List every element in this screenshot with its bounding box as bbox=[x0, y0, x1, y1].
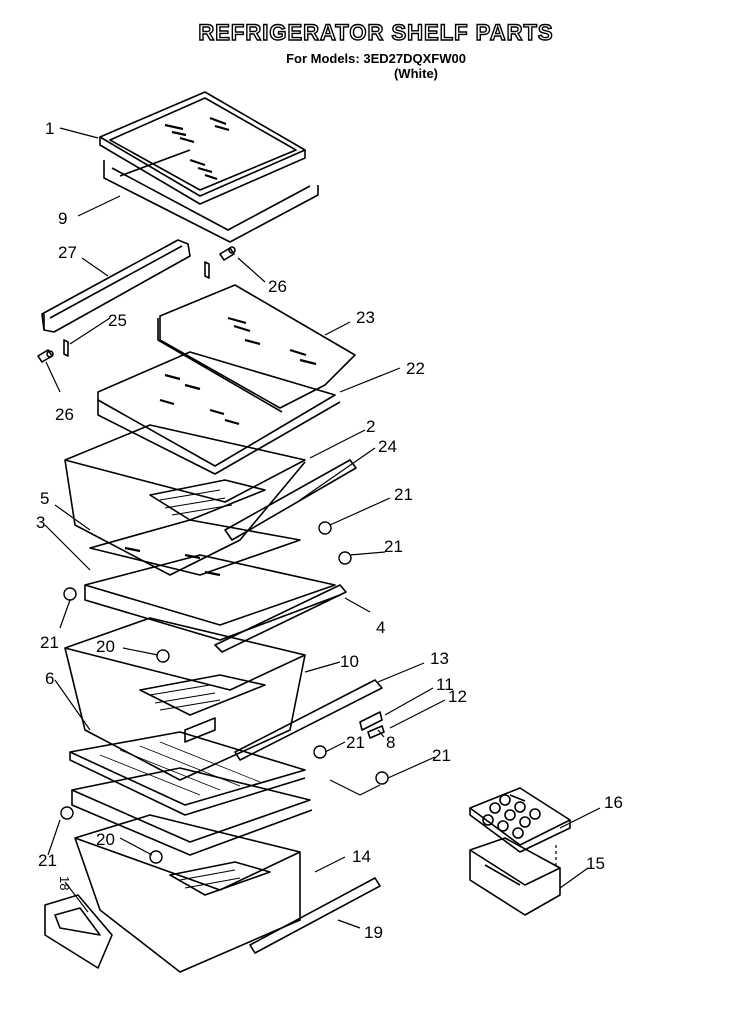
callout-14: 14 bbox=[352, 847, 371, 866]
callout-12: 12 bbox=[448, 687, 467, 706]
part-24-rod bbox=[224, 459, 357, 541]
callout-20: 20 bbox=[96, 637, 115, 656]
part-23-glass-shelf bbox=[157, 284, 356, 413]
part-25-clip-top bbox=[204, 261, 210, 279]
leader-lines bbox=[44, 127, 601, 929]
callout-27: 27 bbox=[58, 243, 77, 262]
part-15-bin bbox=[469, 837, 561, 916]
part-16-egg-tray bbox=[469, 787, 571, 853]
callout-2: 2 bbox=[366, 417, 375, 436]
callout-3: 3 bbox=[36, 513, 45, 532]
models-line: For Models: 3ED27DQXFW00 bbox=[286, 51, 466, 66]
part-26-screw-bottom bbox=[37, 349, 54, 363]
part-10-drawer bbox=[64, 617, 306, 781]
callout-22: 22 bbox=[406, 359, 425, 378]
part-14-drawer bbox=[74, 814, 301, 973]
part-9-frame bbox=[103, 149, 319, 243]
callout-5: 5 bbox=[40, 489, 49, 508]
callout-21: 21 bbox=[384, 537, 403, 556]
callout-21: 21 bbox=[38, 851, 57, 870]
callout-18: 18 bbox=[57, 876, 72, 890]
lower-shelf-frame bbox=[71, 767, 381, 856]
callout-21: 21 bbox=[346, 733, 365, 752]
part-11-bracket bbox=[359, 711, 383, 731]
callout-20: 20 bbox=[96, 830, 115, 849]
callout-26: 26 bbox=[268, 277, 287, 296]
callout-21: 21 bbox=[394, 485, 413, 504]
part-6-glass-shelf bbox=[69, 731, 306, 816]
callout-6: 6 bbox=[45, 669, 54, 688]
part-26-screw-top bbox=[219, 246, 236, 261]
part-3-shelf-frame bbox=[84, 554, 341, 641]
part-19-rod bbox=[249, 877, 381, 954]
callout-23: 23 bbox=[356, 308, 375, 327]
part-22-shelf-frame bbox=[97, 351, 341, 475]
part-8-bracket bbox=[367, 725, 385, 739]
callout-26: 26 bbox=[55, 405, 74, 424]
callout-9: 9 bbox=[58, 209, 67, 228]
callout-4: 4 bbox=[376, 618, 385, 637]
part-4-rail bbox=[214, 584, 347, 653]
part-27-rail bbox=[41, 239, 191, 333]
part-1-top-shelf bbox=[99, 91, 306, 205]
page-title: REFRIGERATOR SHELF PARTS bbox=[198, 19, 554, 45]
callout-15: 15 bbox=[586, 854, 605, 873]
callout-21: 21 bbox=[432, 746, 451, 765]
callout-10: 10 bbox=[340, 652, 359, 671]
callout-8: 8 bbox=[386, 733, 395, 752]
callout-25: 25 bbox=[108, 311, 127, 330]
callout-16: 16 bbox=[604, 793, 623, 812]
fasteners bbox=[60, 521, 389, 864]
part-5-glass bbox=[89, 519, 301, 577]
part-18-label bbox=[44, 894, 113, 969]
callout-11: 11 bbox=[436, 675, 454, 694]
color-line: (White) bbox=[393, 66, 439, 81]
callout-24: 24 bbox=[378, 437, 397, 456]
callout-19: 19 bbox=[364, 923, 383, 942]
callout-13: 13 bbox=[430, 649, 449, 668]
callout-1: 1 bbox=[45, 119, 54, 138]
part-2-crisper-top bbox=[64, 424, 306, 576]
part-13-rod bbox=[234, 679, 383, 761]
callout-21: 21 bbox=[40, 633, 59, 652]
part-25-clip-bottom bbox=[63, 339, 69, 357]
